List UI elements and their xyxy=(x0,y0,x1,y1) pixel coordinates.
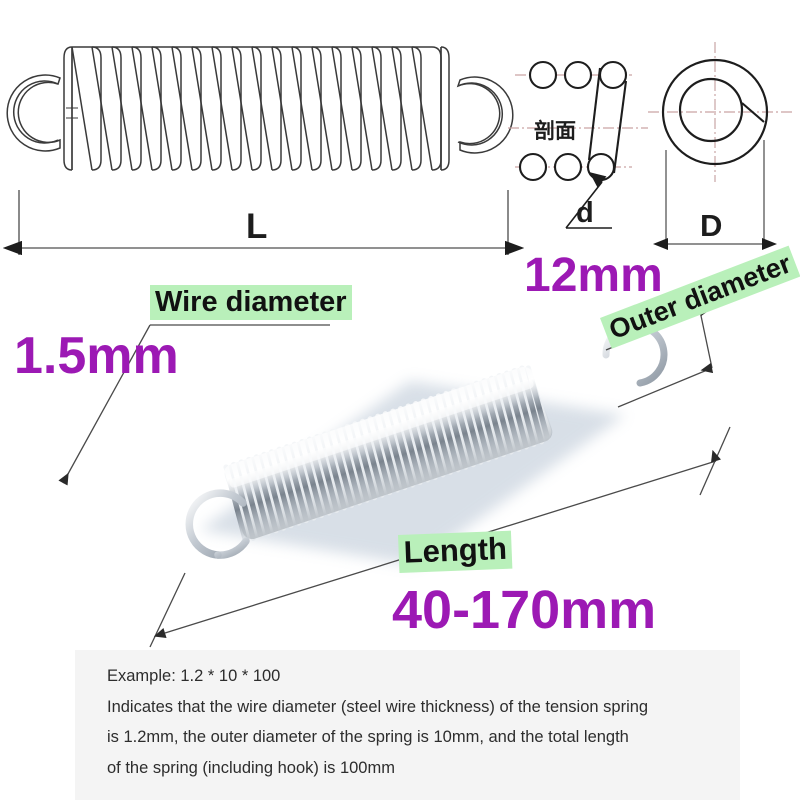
outer-diameter-dimension-label: D xyxy=(700,208,722,243)
spring-drawing-coils xyxy=(63,46,450,171)
cross-section-diagram: d xyxy=(508,60,648,229)
description-line-4: of the spring (including hook) is 100mm xyxy=(107,758,395,777)
wire-diameter-value: 1.5mm xyxy=(14,327,179,385)
length-label: Length xyxy=(398,530,513,573)
description-box: Example: 1.2 * 10 * 100 Indicates that t… xyxy=(75,650,740,800)
length-dimension-line xyxy=(2,190,525,256)
description-line-2: Indicates that the wire diameter (steel … xyxy=(107,697,649,716)
spring-drawing-hook-right xyxy=(456,76,514,154)
wire-diameter-dimension-label: d xyxy=(576,197,594,229)
outer-diameter-diagram: D xyxy=(648,42,795,250)
wire-diameter-leader xyxy=(58,324,330,486)
length-value: 40-170mm xyxy=(392,580,657,640)
description-line-3: is 1.2mm, the outer diameter of the spri… xyxy=(107,728,629,747)
cross-section-label: 剖面 xyxy=(534,119,576,143)
spring-drawing-hook-left xyxy=(6,74,61,152)
outer-diameter-value: 12mm xyxy=(524,249,663,302)
length-dimension-label: L xyxy=(246,207,267,246)
description-line-example: Example: 1.2 * 10 * 100 xyxy=(107,667,281,685)
technical-drawing: L xyxy=(2,42,795,256)
wire-diameter-label: Wire diameter xyxy=(150,285,352,321)
spring-photo xyxy=(58,305,731,648)
